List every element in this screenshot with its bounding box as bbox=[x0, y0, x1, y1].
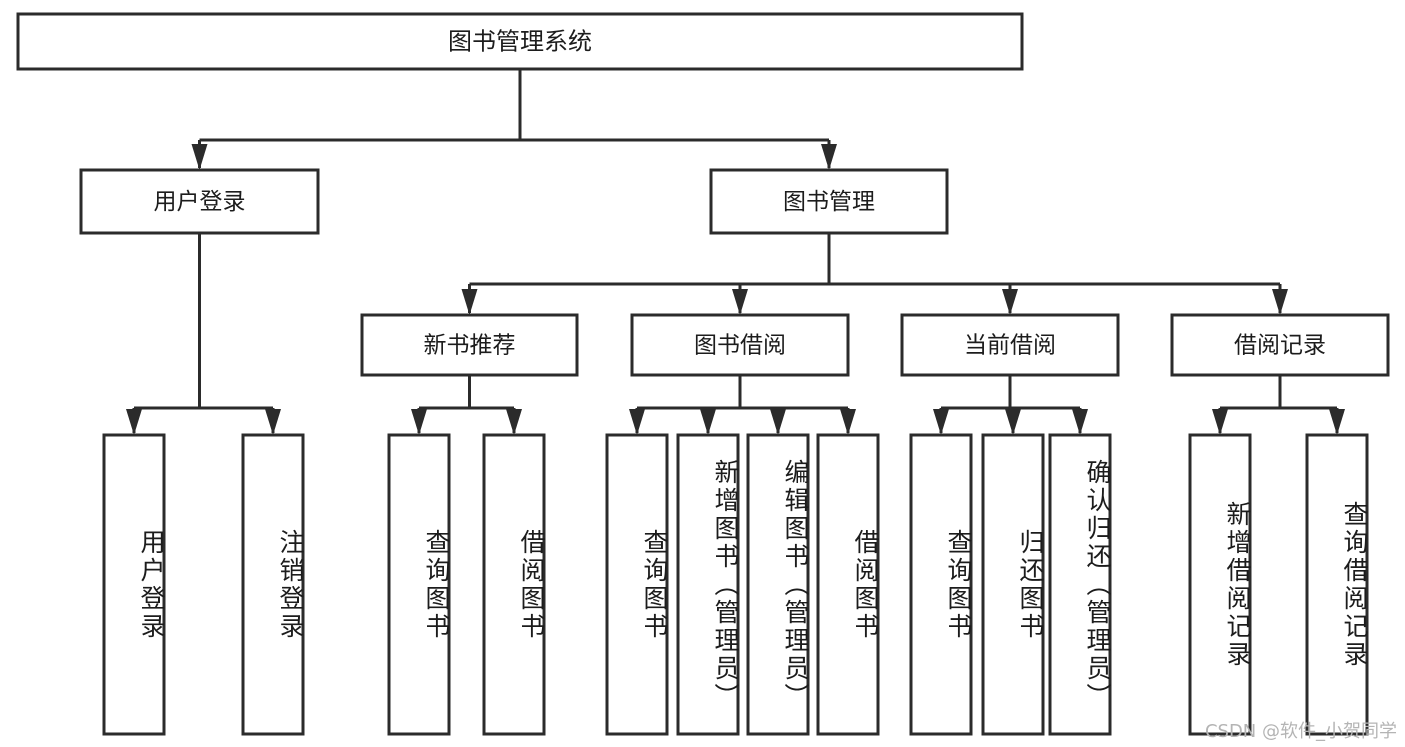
node-leaf-0[interactable] bbox=[102, 433, 166, 736]
node-level2-图书管理[interactable]: 图书管理 bbox=[709, 168, 949, 235]
node-leaf-5[interactable] bbox=[676, 433, 740, 736]
arrow-head-icon bbox=[1272, 289, 1288, 315]
node-box bbox=[981, 433, 1045, 736]
arrow-head-icon bbox=[732, 289, 748, 315]
arrow-head-icon bbox=[1002, 289, 1018, 315]
node-level2-用户登录[interactable]: 用户登录 bbox=[79, 168, 320, 235]
node-box bbox=[630, 313, 850, 377]
arrow-head-icon bbox=[411, 409, 427, 435]
arrow-head-icon bbox=[1005, 409, 1021, 435]
node-leaf-4[interactable] bbox=[605, 433, 669, 736]
node-leaf-2[interactable] bbox=[387, 433, 451, 736]
node-label: 用户登录 bbox=[154, 189, 246, 215]
arrow-head-icon bbox=[1072, 409, 1088, 435]
arrow-head-icon bbox=[1329, 409, 1345, 435]
node-level3-借阅记录[interactable]: 借阅记录 bbox=[1170, 313, 1390, 377]
node-leaf-6[interactable] bbox=[746, 433, 810, 736]
node-box bbox=[709, 168, 949, 235]
node-box bbox=[1188, 433, 1252, 736]
node-label: 图书管理系统 bbox=[448, 28, 592, 56]
node-leaf-9[interactable] bbox=[981, 433, 1045, 736]
arrow-head-icon bbox=[506, 409, 522, 435]
arrow-head-icon bbox=[265, 409, 281, 435]
node-box bbox=[1305, 433, 1369, 736]
node-box bbox=[387, 433, 451, 736]
arrow-head-icon bbox=[1212, 409, 1228, 435]
node-box bbox=[16, 12, 1024, 71]
node-leaf-7[interactable] bbox=[816, 433, 880, 736]
node-box bbox=[482, 433, 546, 736]
arrow-head-icon bbox=[700, 409, 716, 435]
connectors-layer bbox=[126, 69, 1345, 435]
node-label: 图书管理 bbox=[783, 189, 875, 215]
arrow-head-icon bbox=[461, 289, 478, 315]
node-box bbox=[746, 433, 810, 736]
node-label: 新书推荐 bbox=[424, 333, 516, 359]
node-box bbox=[816, 433, 880, 736]
node-box bbox=[102, 433, 166, 736]
node-box bbox=[1170, 313, 1390, 377]
node-leaf-10[interactable] bbox=[1048, 433, 1112, 736]
node-label: 借阅记录 bbox=[1234, 333, 1326, 359]
node-box bbox=[676, 433, 740, 736]
node-box bbox=[900, 313, 1120, 377]
node-box bbox=[79, 168, 320, 235]
node-leaf-12[interactable] bbox=[1305, 433, 1369, 736]
node-box bbox=[1048, 433, 1112, 736]
node-box bbox=[909, 433, 973, 736]
node-leaf-8[interactable] bbox=[909, 433, 973, 736]
arrow-head-icon bbox=[840, 409, 856, 435]
arrow-head-icon bbox=[933, 409, 949, 435]
node-box bbox=[360, 313, 579, 377]
arrow-head-icon bbox=[770, 409, 786, 435]
arrow-head-icon bbox=[126, 409, 142, 435]
node-leaf-1[interactable] bbox=[241, 433, 305, 736]
arrow-head-icon bbox=[191, 144, 208, 170]
node-level3-新书推荐[interactable]: 新书推荐 bbox=[360, 313, 579, 377]
node-leaf-11[interactable] bbox=[1188, 433, 1252, 736]
arrow-head-icon bbox=[629, 409, 645, 435]
node-level3-图书借阅[interactable]: 图书借阅 bbox=[630, 313, 850, 377]
node-label: 当前借阅 bbox=[964, 333, 1056, 359]
node-level3-当前借阅[interactable]: 当前借阅 bbox=[900, 313, 1120, 377]
arrow-head-icon bbox=[821, 144, 837, 170]
node-leaf-3[interactable] bbox=[482, 433, 546, 736]
node-box bbox=[241, 433, 305, 736]
node-root-图书管理系统[interactable]: 图书管理系统 bbox=[16, 12, 1024, 71]
node-box bbox=[605, 433, 669, 736]
node-label: 图书借阅 bbox=[694, 333, 786, 359]
